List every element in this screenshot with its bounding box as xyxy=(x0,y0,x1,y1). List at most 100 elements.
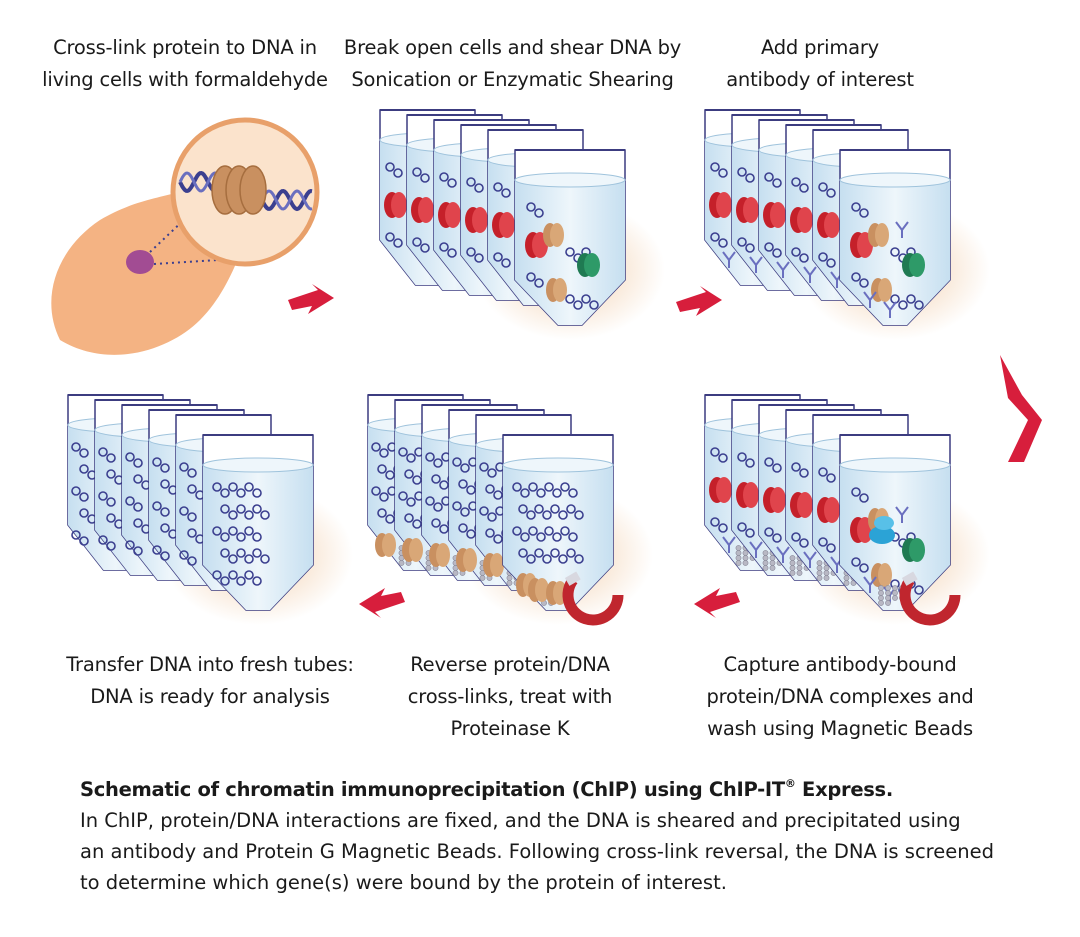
magnetic-bead xyxy=(769,565,776,571)
dna-fragment xyxy=(439,172,449,182)
dna-fragment xyxy=(160,523,170,533)
dna-fragment xyxy=(826,543,836,553)
dna-fragment xyxy=(220,576,230,586)
dna-fragment xyxy=(412,167,422,177)
dna-fragment xyxy=(466,485,476,495)
dna-fragment xyxy=(552,488,562,498)
magnetic-bead xyxy=(885,595,891,601)
dna-fragment xyxy=(791,177,801,187)
dna-fragment xyxy=(187,468,197,478)
green-protein xyxy=(584,253,600,277)
dna-fragment xyxy=(479,462,489,472)
dna-fragment xyxy=(425,452,435,462)
dna-fragment xyxy=(133,502,143,512)
dna-fragment xyxy=(534,208,544,218)
dna-fragment xyxy=(71,486,81,496)
magnetic-bead xyxy=(885,590,891,596)
histone xyxy=(553,278,567,302)
dna-fragment xyxy=(212,526,222,536)
dna-fragment xyxy=(228,510,238,520)
dna-fragment xyxy=(818,252,828,262)
magnet xyxy=(899,576,961,626)
dna-fragment xyxy=(534,504,544,514)
dna-fragment xyxy=(439,242,449,252)
dna-fragment xyxy=(466,177,476,187)
histone xyxy=(875,223,889,247)
magnetic-bead xyxy=(892,590,898,596)
histone xyxy=(436,543,450,567)
registered-mark: ® xyxy=(784,777,796,790)
dna-fragment xyxy=(485,484,495,494)
magnetic-bead xyxy=(878,595,884,601)
antibody xyxy=(803,266,817,283)
dna-fragment xyxy=(133,546,143,556)
magnetic-bead xyxy=(816,560,823,566)
dna-fragment xyxy=(764,242,774,252)
magnetic-bead xyxy=(762,560,769,566)
dna-fragment xyxy=(826,258,836,268)
magnetic-bead xyxy=(850,580,857,586)
dna-fragment xyxy=(574,554,584,564)
dna-fragment xyxy=(737,237,747,247)
dna-fragment xyxy=(452,457,462,467)
dna-fragment xyxy=(252,488,262,498)
dna-fragment xyxy=(252,548,262,558)
magnet-tip xyxy=(564,571,581,586)
dna-fragment xyxy=(398,447,408,457)
dna-fragment xyxy=(544,526,554,536)
antibody xyxy=(863,576,877,593)
liquid-surface xyxy=(839,457,951,473)
dna-fragment xyxy=(466,529,476,539)
histone xyxy=(878,563,892,587)
tube xyxy=(202,434,314,611)
dna-fragment xyxy=(518,548,528,558)
dna-fragment xyxy=(818,467,828,477)
nucleus xyxy=(126,250,154,274)
dna-fragment xyxy=(433,458,443,468)
dna-fragment xyxy=(859,208,869,218)
magnetic-bead xyxy=(452,570,459,576)
cell-illustration xyxy=(51,117,320,355)
red-protein xyxy=(797,492,813,518)
magnetic-bead xyxy=(762,565,769,571)
red-protein xyxy=(743,482,759,508)
dna-fragment xyxy=(98,491,108,501)
dna-fragment xyxy=(79,448,89,458)
dna-fragment xyxy=(244,510,254,520)
dna-fragment xyxy=(568,488,578,498)
dna-fragment xyxy=(458,523,468,533)
dna-fragment xyxy=(501,188,511,198)
dna-fragment xyxy=(526,510,536,520)
magnetic-bead xyxy=(823,575,830,581)
red-protein xyxy=(770,487,786,513)
magnetic-bead xyxy=(878,600,884,606)
dna-fragment xyxy=(466,247,476,257)
dna-fragment xyxy=(371,486,381,496)
dna-fragment xyxy=(851,272,861,282)
dna-fragment xyxy=(589,300,599,310)
dna-fragment xyxy=(236,504,246,514)
dna-fragment xyxy=(179,506,189,516)
dna-fragment xyxy=(179,462,189,472)
tube-liquid xyxy=(203,465,313,610)
magnetic-bead xyxy=(762,550,769,556)
dna-fragment xyxy=(859,563,869,573)
dna-fragment xyxy=(851,487,861,497)
magnetic-bead xyxy=(479,575,486,581)
dna-fragment xyxy=(425,496,435,506)
dna-fragment xyxy=(574,510,584,520)
dna-fragment xyxy=(718,523,728,533)
dna-fragment xyxy=(106,453,116,463)
caption-line-3: to determine which gene(s) were bound by… xyxy=(80,871,727,894)
dna-fragment xyxy=(565,247,575,257)
dna-fragment xyxy=(799,253,809,263)
dna-fragment xyxy=(512,482,522,492)
dna-fragment xyxy=(826,188,836,198)
dna-fragment xyxy=(558,510,568,520)
dna-fragment xyxy=(79,508,89,518)
dna-fragment xyxy=(710,232,720,242)
green-protein xyxy=(909,253,925,277)
dna-fragment xyxy=(420,243,430,253)
dna-fragment xyxy=(772,533,782,543)
dna-fragment xyxy=(244,482,254,492)
